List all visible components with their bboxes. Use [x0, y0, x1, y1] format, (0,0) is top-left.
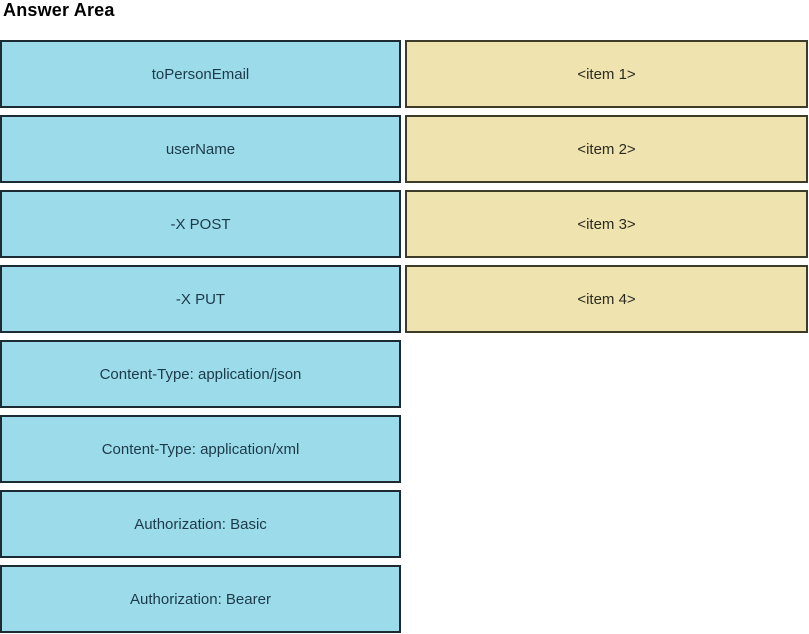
- target-slot-2[interactable]: <item 2>: [405, 115, 808, 183]
- source-column: toPersonEmail userName -X POST -X PUT Co…: [0, 40, 401, 634]
- target-slot-label: <item 3>: [577, 215, 636, 233]
- source-item-label: -X PUT: [175, 290, 226, 308]
- target-slot-3[interactable]: <item 3>: [405, 190, 808, 258]
- target-slot-1[interactable]: <item 1>: [405, 40, 808, 108]
- source-item-label: -X POST: [170, 215, 231, 233]
- source-item-label: Authorization: Bearer: [130, 590, 271, 608]
- source-item-label: userName: [165, 140, 236, 158]
- source-item-authorization-bearer[interactable]: Authorization: Bearer: [0, 565, 401, 633]
- source-item-content-type-xml[interactable]: Content-Type: application/xml: [0, 415, 401, 483]
- source-item-content-type-json[interactable]: Content-Type: application/json: [0, 340, 401, 408]
- source-item-label: toPersonEmail: [151, 65, 250, 83]
- target-slot-label: <item 4>: [577, 290, 636, 308]
- target-slot-label: <item 2>: [577, 140, 636, 158]
- source-item-label: Authorization: Basic: [134, 515, 267, 533]
- source-item-x-post[interactable]: -X POST: [0, 190, 401, 258]
- target-slot-4[interactable]: <item 4>: [405, 265, 808, 333]
- target-column: <item 1> <item 2> <item 3> <item 4>: [405, 40, 808, 340]
- source-item-label: Content-Type: application/json: [99, 365, 302, 383]
- source-item-authorization-basic[interactable]: Authorization: Basic: [0, 490, 401, 558]
- source-item-username[interactable]: userName: [0, 115, 401, 183]
- target-slot-label: <item 1>: [577, 65, 636, 83]
- source-item-x-put[interactable]: -X PUT: [0, 265, 401, 333]
- source-item-topersonemail[interactable]: toPersonEmail: [0, 40, 401, 108]
- page-title: Answer Area: [3, 0, 115, 20]
- source-item-label: Content-Type: application/xml: [101, 440, 300, 458]
